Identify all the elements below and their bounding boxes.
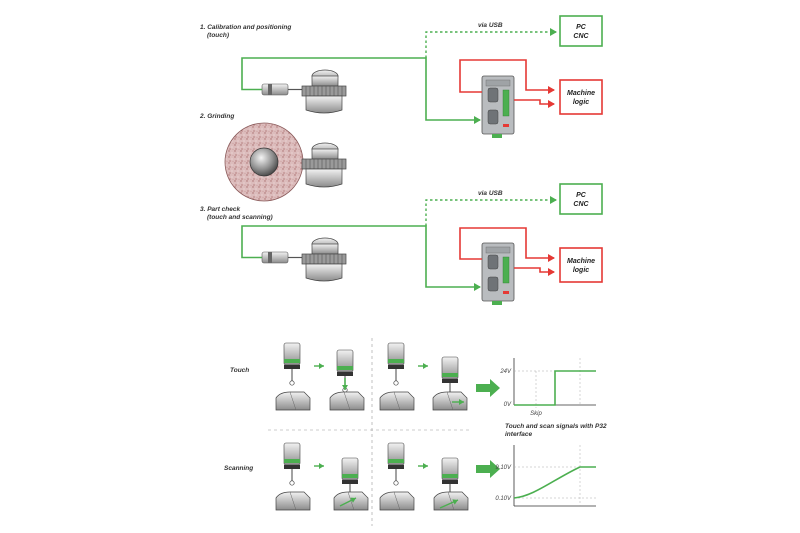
scan-path-arrow-2	[439, 499, 459, 509]
machine-logic-box-top	[559, 79, 603, 115]
connection-top: via USB PC CNC Machine logic	[241, 15, 603, 138]
touch-probe-3	[387, 342, 405, 386]
step1-subtitle: (touch)	[207, 32, 229, 39]
machine-logic-box-bottom	[559, 247, 603, 283]
touch-y-low: 0V	[504, 402, 512, 408]
signals-title-line2: interface	[505, 431, 532, 438]
scan-part-3	[379, 491, 415, 511]
scanning-label: Scanning	[224, 465, 253, 472]
step3-subtitle: (touch and scanning)	[207, 214, 273, 221]
pc-label-bottom: PC	[576, 192, 587, 199]
scan-part-1	[275, 491, 311, 511]
touch-x-label: Skip	[530, 411, 542, 417]
pc-label-top: PC	[576, 24, 587, 31]
touch-part-3	[379, 391, 415, 411]
scan-chart: 9.10V 0.10V	[495, 445, 596, 507]
arrow-to-scan-chart	[476, 460, 500, 478]
scan-part-4	[433, 491, 469, 511]
signals-title-line1: Touch and scan signals with P32	[505, 423, 607, 430]
arrow-to-touch-chart	[476, 379, 500, 397]
step2-workpiece	[301, 142, 347, 188]
step1-probe	[261, 83, 302, 96]
pc-cnc-box-bottom	[559, 183, 603, 215]
cnc-label-top: CNC	[573, 33, 589, 40]
logic-label-bottom: logic	[573, 267, 589, 274]
touch-chart: 24V 0V Skip	[499, 358, 596, 417]
machine-label-bottom: Machine	[567, 258, 595, 265]
touch-signal-line	[514, 370, 596, 406]
touch-part-1	[275, 391, 311, 411]
machine-label-top: Machine	[567, 90, 595, 97]
cnc-label-bottom: CNC	[573, 201, 589, 208]
probe-sequence	[275, 342, 469, 511]
scan-y-high: 9.10V	[495, 465, 512, 471]
scan-y-low: 0.10V	[495, 496, 512, 502]
logic-label-top: logic	[573, 99, 589, 106]
via-usb-label-bottom: via USB	[478, 190, 503, 197]
step3-probe	[261, 251, 302, 264]
scan-path-arrow-1	[339, 497, 357, 507]
touch-part-2	[329, 391, 365, 411]
grinding-wheel	[224, 122, 304, 202]
step1-title: 1. Calibration and positioning	[200, 24, 291, 31]
step3-title: 3. Part check	[200, 206, 240, 213]
scan-signal-line	[513, 466, 596, 499]
step3-workpiece	[301, 237, 347, 282]
step2-title: 2. Grinding	[199, 113, 234, 120]
via-usb-label-top: via USB	[478, 22, 503, 29]
scan-probe-3	[387, 442, 405, 486]
touch-probe-1	[283, 342, 301, 386]
touch-label: Touch	[230, 367, 249, 374]
connection-bottom: via USB PC CNC Machine logic	[241, 183, 603, 305]
touch-part-4	[432, 391, 468, 411]
touch-y-high: 24V	[499, 369, 512, 375]
scan-probe-1	[283, 442, 301, 486]
pc-cnc-box-top	[559, 15, 603, 47]
step1-workpiece	[301, 69, 347, 114]
